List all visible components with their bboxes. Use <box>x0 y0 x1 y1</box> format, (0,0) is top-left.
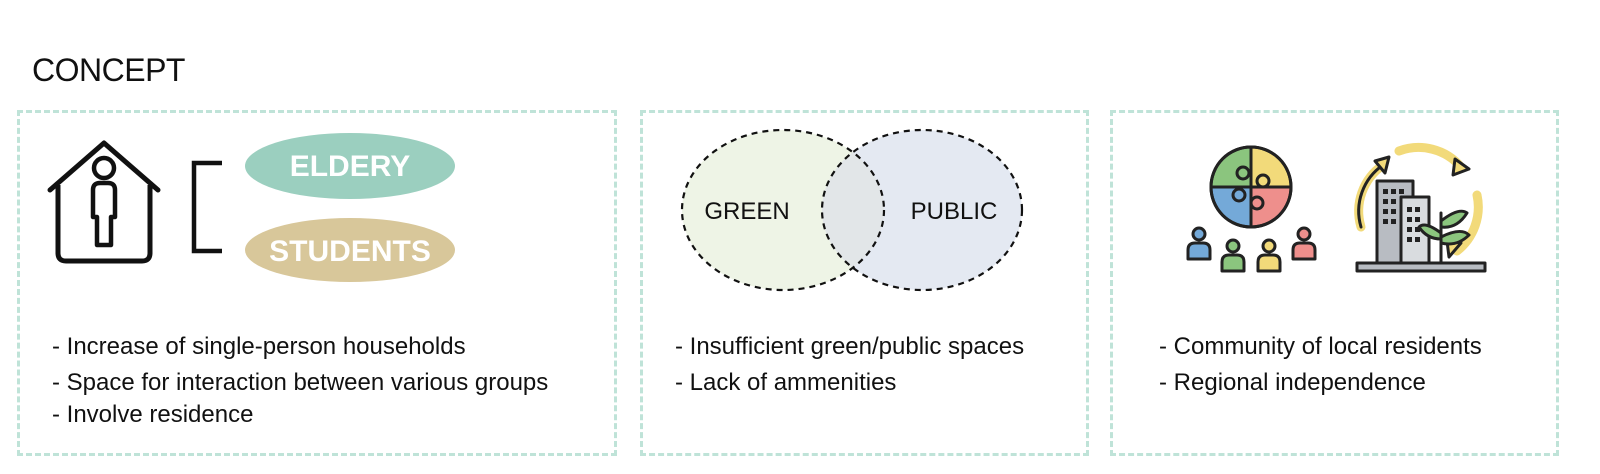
list-item: - Lack of ammenities <box>675 369 897 396</box>
venn-label-green: GREEN <box>704 198 789 225</box>
tag-eldery-label: ELDERY <box>290 150 411 183</box>
list-item: - Insufficient green/public spaces <box>675 333 1025 360</box>
venn-label-public: PUBLIC <box>911 198 998 225</box>
list-item: - Regional independence <box>1159 369 1426 396</box>
venn-circle-green <box>682 130 884 290</box>
list-item: - Community of local residents <box>1159 333 1482 360</box>
venn-diagram: GREEN PUBLIC <box>680 128 1024 292</box>
panel-1-bullets: - Increase of single-person households -… <box>52 329 548 433</box>
venn-circle-public <box>822 130 1022 290</box>
tag-students-label: STUDENTS <box>269 235 431 268</box>
panel-3-bullets: - Community of local residents - Regiona… <box>1159 329 1482 401</box>
concept-panel-residents: ELDERY STUDENTS - Increase of single-per… <box>17 110 617 456</box>
tag-students <box>245 218 455 282</box>
group-tags: ELDERY STUDENTS <box>245 133 455 282</box>
house-person-icon <box>47 140 161 264</box>
list-item: - Space for interaction between various … <box>52 369 549 396</box>
sustainable-building-icon <box>1354 143 1487 273</box>
concept-panel-spaces: GREEN PUBLIC - Insufficient green/public… <box>640 110 1089 456</box>
concept-panel-community: - Community of local residents - Regiona… <box>1110 110 1559 456</box>
panel-2-bullets: - Insufficient green/public spaces - Lac… <box>675 329 1024 401</box>
page-title: CONCEPT <box>32 52 185 88</box>
community-puzzle-icon <box>1186 145 1317 273</box>
bracket-icon <box>191 160 222 254</box>
list-item: - Increase of single-person households <box>52 333 466 360</box>
tag-eldery <box>245 133 455 199</box>
list-item: - Involve residence <box>52 401 254 428</box>
